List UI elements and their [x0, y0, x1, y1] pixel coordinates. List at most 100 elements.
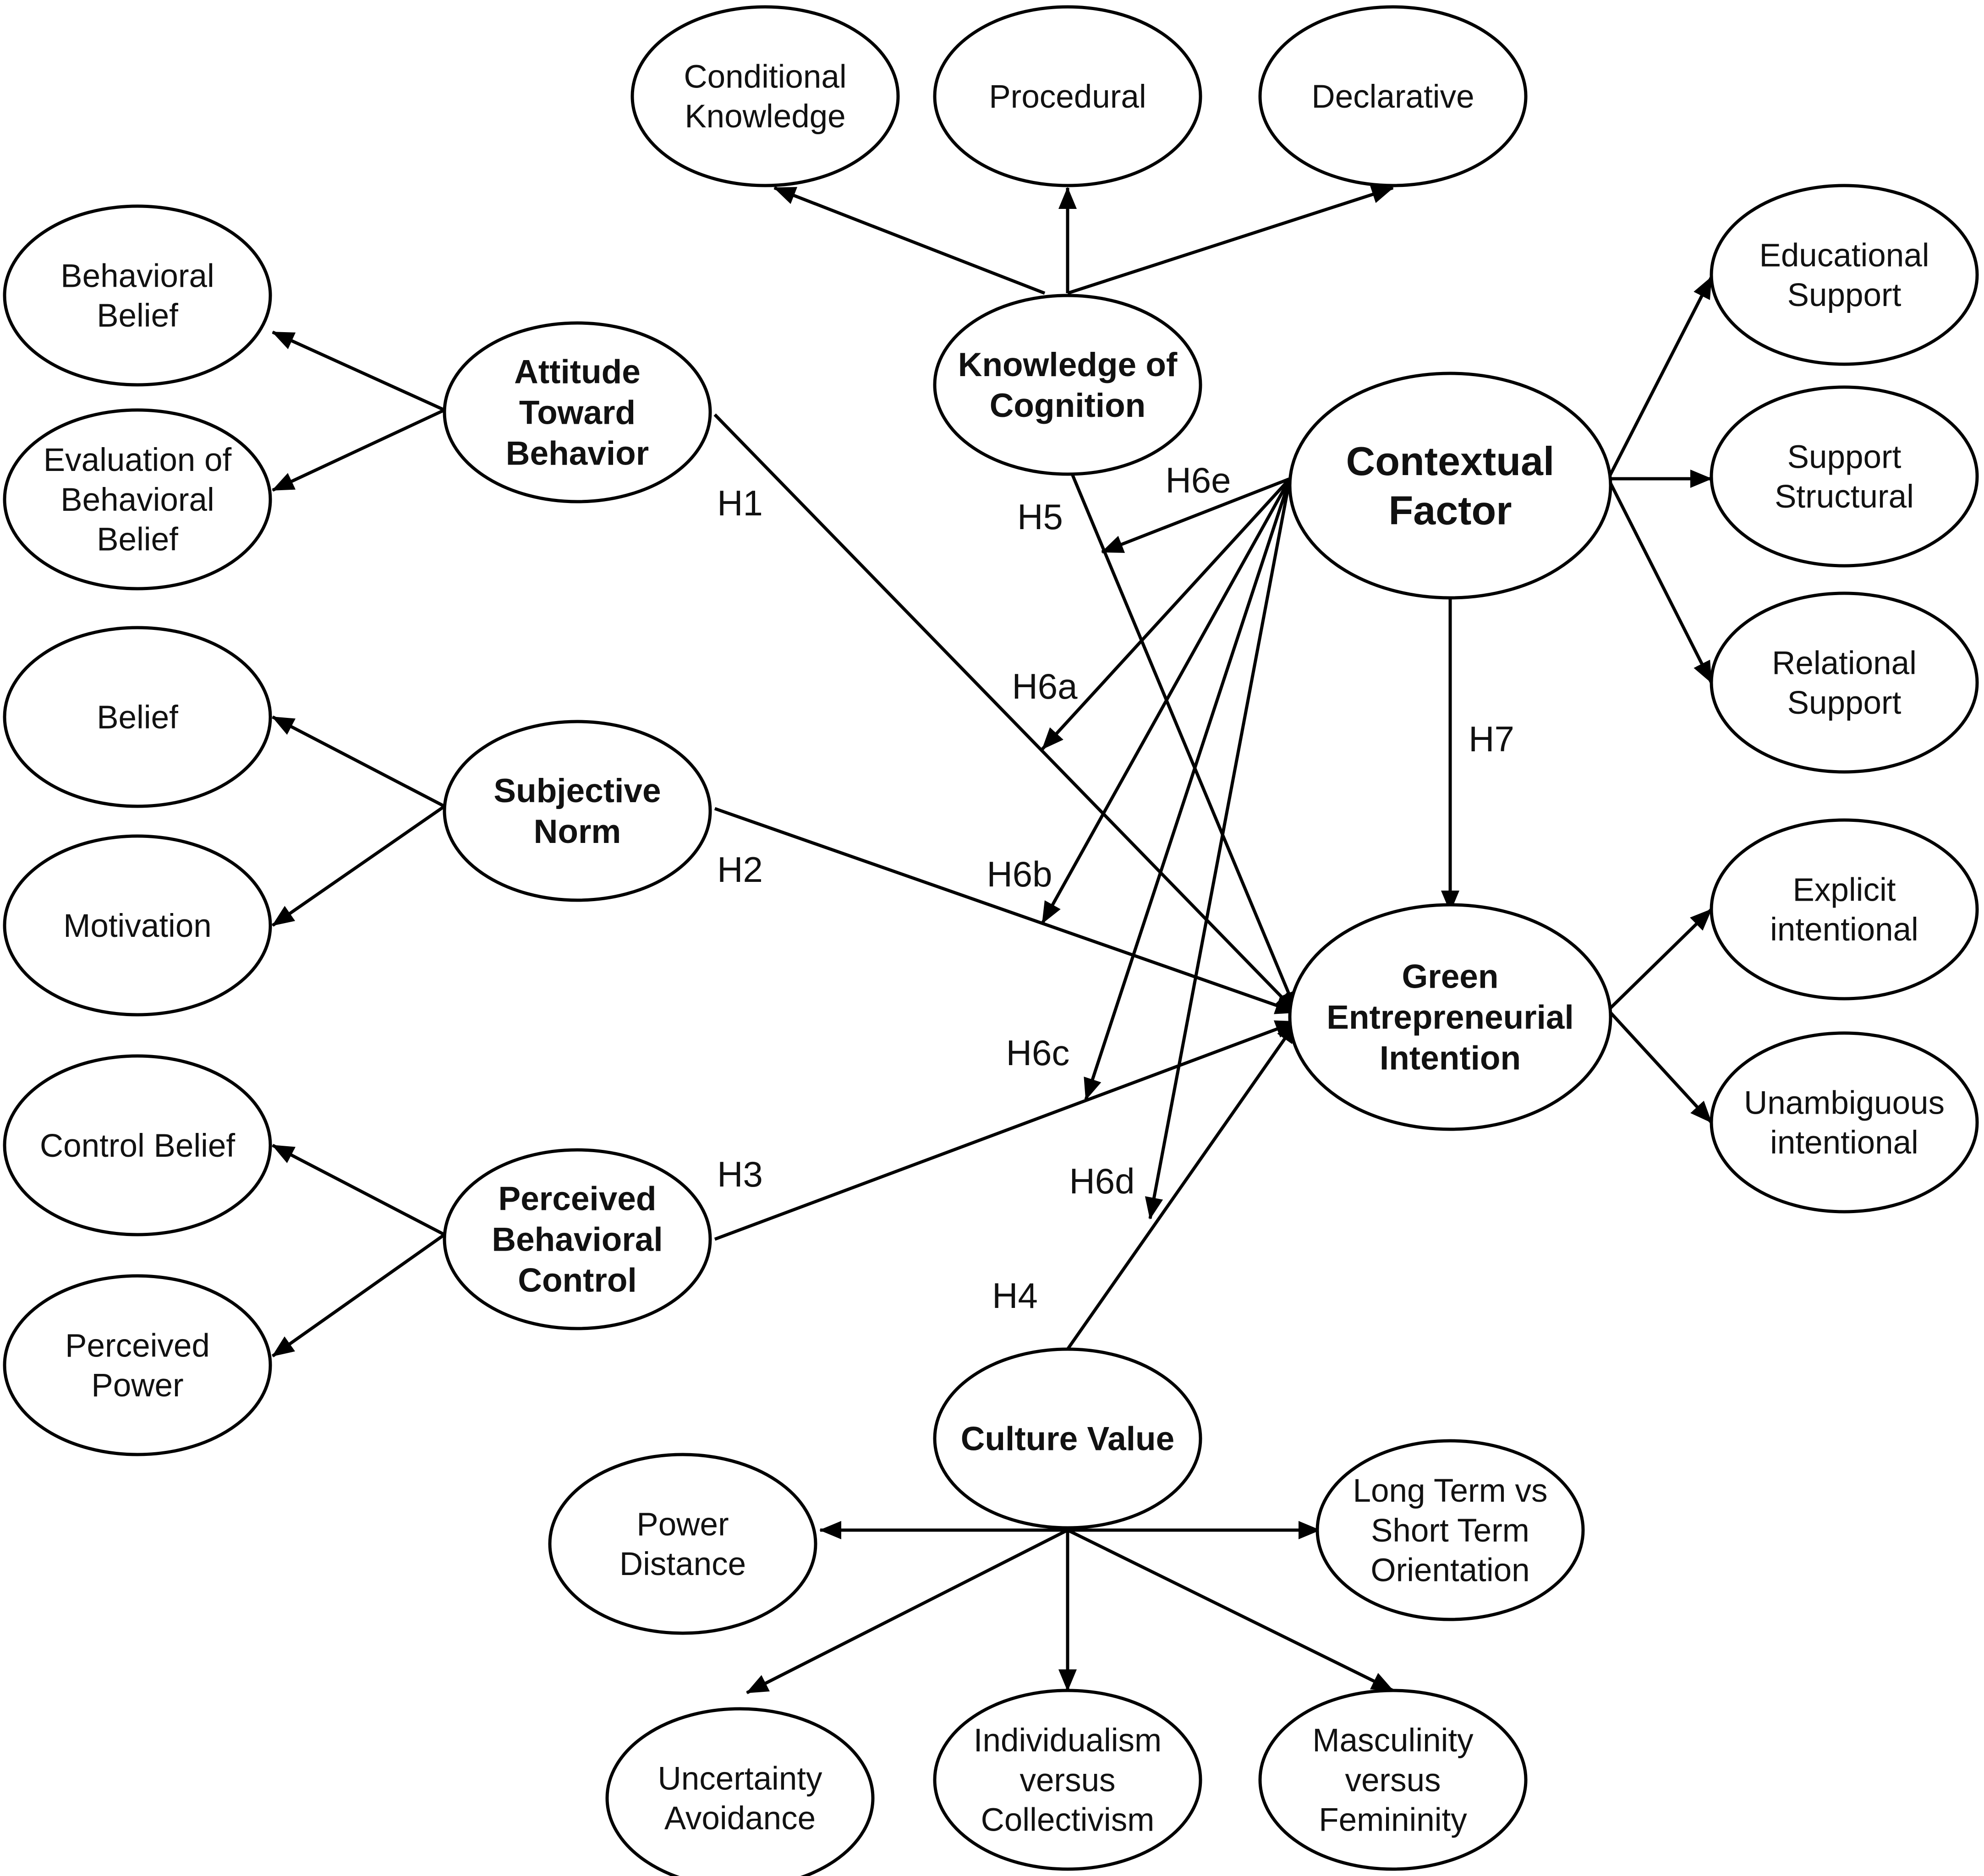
hypothesis-label-h6e: H6e: [1165, 460, 1231, 500]
node-control-belief: Control Belief: [3, 1054, 272, 1236]
node-ellipse: [933, 5, 1202, 187]
node-ellipse: [1288, 372, 1612, 600]
norm-to-belief-arrow: [272, 715, 445, 808]
node-label: Belief: [97, 700, 178, 736]
node-label: Motivation: [63, 908, 212, 944]
hypothesis-label-h6c: H6c: [1006, 1033, 1070, 1073]
node-ellipse: [1710, 385, 1979, 568]
node-ellipse: [933, 1347, 1202, 1530]
hypothesis-label-h7: H7: [1469, 719, 1514, 759]
node-ellipse: [443, 720, 712, 902]
context-to-relational-arrow: [1606, 478, 1713, 684]
hypothesis-label-h6d: H6d: [1069, 1161, 1134, 1201]
node-ellipse: [3, 204, 272, 387]
culture-to-masculinity-arrow: [1067, 1528, 1394, 1692]
node-ellipse: [443, 1148, 712, 1330]
hypothesis-label-h4: H4: [992, 1275, 1038, 1316]
node-ellipse: [3, 1054, 272, 1236]
h2-path-arrow: [714, 807, 1298, 1014]
h6c-path-arrow: [1084, 478, 1292, 1100]
culture-to-uncertainty-arrow: [746, 1528, 1069, 1695]
node-ellipse: [605, 1707, 875, 1876]
hypothesis-label-h6b: H6b: [987, 854, 1052, 894]
node-ellipse: [548, 1453, 817, 1635]
node-label: Procedural: [989, 79, 1146, 115]
node-motivation: Motivation: [3, 834, 272, 1017]
h1-path-arrow: [713, 413, 1298, 1014]
node-ellipse: [1315, 1439, 1585, 1621]
hypothesis-label-h2: H2: [717, 849, 763, 890]
context-to-educational-arrow: [1606, 276, 1713, 480]
norm-to-motivation-arrow: [272, 805, 445, 927]
attitude-to-behavioral-belief-arrow: [272, 330, 445, 412]
node-ellipse: [1710, 1031, 1979, 1214]
gei-to-unambiguous-arrow: [1607, 1009, 1713, 1124]
h6d-path-arrow: [1145, 478, 1292, 1220]
node-ellipse: [3, 626, 272, 808]
koc-to-declarative-arrow: [1067, 186, 1394, 295]
node-label: Culture Value: [961, 1421, 1175, 1458]
koc-to-conditional-arrow: [773, 186, 1046, 295]
node-belief: Belief: [3, 626, 272, 808]
node-ellipse: [1710, 818, 1979, 1001]
node-label: Control Belief: [40, 1128, 235, 1164]
node-ellipse: [1258, 1689, 1528, 1871]
node-ellipse: [3, 834, 272, 1017]
h4-path-arrow: [1066, 1020, 1298, 1351]
h6a-path-arrow: [1041, 477, 1291, 750]
node-ellipse: [1710, 591, 1979, 774]
node-procedural: Procedural: [933, 5, 1202, 187]
hypothesis-label-h6a: H6a: [1012, 666, 1078, 706]
node-ellipse: [630, 5, 900, 187]
pbc-to-perceived-power-arrow: [271, 1233, 446, 1357]
node-ellipse: [3, 408, 272, 591]
node-ellipse: [1288, 903, 1612, 1131]
node-ellipse: [1258, 5, 1528, 187]
node-ellipse: [1710, 184, 1979, 366]
attitude-to-evaluation-arrow: [272, 408, 445, 492]
node-label: Declarative: [1311, 79, 1474, 115]
h6b-path-arrow: [1041, 478, 1292, 924]
h5-path-arrow: [1070, 473, 1299, 1013]
hypothesis-label-h1: H1: [717, 483, 763, 523]
hypothesis-label-h5: H5: [1017, 497, 1063, 537]
